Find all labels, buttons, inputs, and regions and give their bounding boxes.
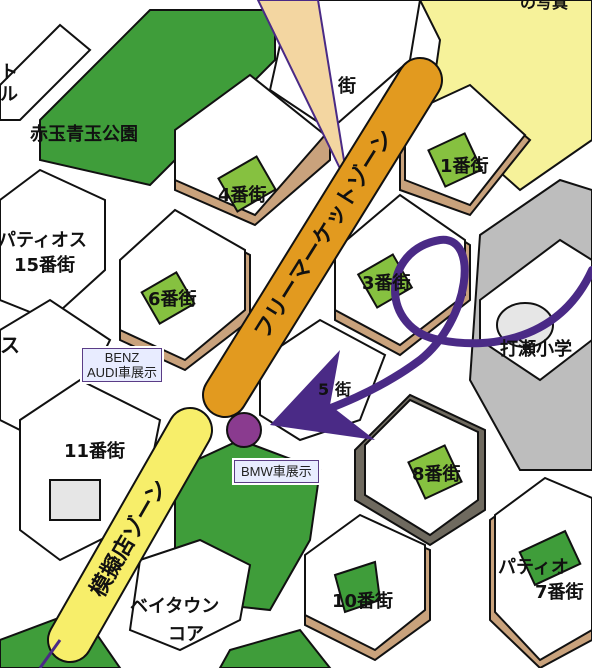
location-marker[interactable] [226, 412, 262, 448]
tiosu-text: ティオス [16, 230, 87, 251]
block-5-full-label: 5番街 [318, 406, 350, 421]
photo-callout [256, 0, 349, 186]
top-partial-label: 街 [337, 75, 356, 97]
left-fragment-2: ル [0, 84, 18, 105]
audi-label: AUDI車展示 [87, 365, 158, 380]
block-10-inner [333, 560, 382, 614]
park-block [39, 9, 276, 187]
block-5-kanji: 街 [334, 380, 351, 399]
block-5-digit: 5 [318, 380, 329, 399]
bmw-exhibit[interactable]: BMW車展示 [234, 460, 319, 483]
block-4-inner [217, 155, 277, 213]
tiosu-label: パティオス [0, 230, 87, 251]
left-fragment-1: ト [0, 62, 18, 83]
block-11-label: 11番街 [64, 440, 125, 462]
block-6-inner [140, 271, 196, 325]
mock-shop-zone[interactable] [47, 407, 213, 663]
block-15-label: 15番街 [14, 254, 75, 276]
tiosu-prefix: パ [0, 230, 16, 251]
baytown-label-1: ベイタウン [130, 596, 219, 617]
block-8-inner [407, 444, 463, 500]
benz-audi-exhibit[interactable]: BENZ AUDI車展示 [82, 348, 163, 382]
su-label: ス [0, 333, 20, 357]
route-arrowhead [270, 350, 375, 440]
school-label: 打瀬小学 [500, 338, 572, 360]
block-11-building [49, 479, 101, 521]
block-3-label: 3番街 [362, 272, 411, 294]
block-7-label: 7番街 [535, 581, 584, 603]
bottom-center-park [218, 628, 332, 668]
block-10-label: 10番街 [332, 590, 393, 612]
block-1-label: 1番街 [440, 155, 489, 177]
baytown-label-2: コア [168, 624, 204, 645]
mock-zone-pointer [38, 639, 62, 668]
benz-label: BENZ [104, 350, 140, 365]
baytown-core-building [128, 538, 252, 652]
block-top-left [0, 23, 92, 121]
block-6-label: 6番街 [148, 288, 197, 310]
flea-market-zone[interactable] [202, 57, 443, 418]
block-4-label: 4番街 [218, 184, 267, 206]
patio-label: パティオ [498, 557, 569, 578]
block-8-label: 8番街 [412, 463, 461, 485]
park-label: 赤玉青玉公園 [30, 124, 138, 145]
bmw-label: BMW車展示 [241, 464, 312, 479]
route-path [296, 235, 592, 422]
block-7-inner [518, 529, 582, 587]
block-15 [0, 168, 106, 322]
top-right-fragment: の写真 [520, 0, 568, 12]
block-4 [174, 73, 327, 217]
block-top-right [418, 0, 592, 192]
block-1-inner [427, 132, 483, 188]
